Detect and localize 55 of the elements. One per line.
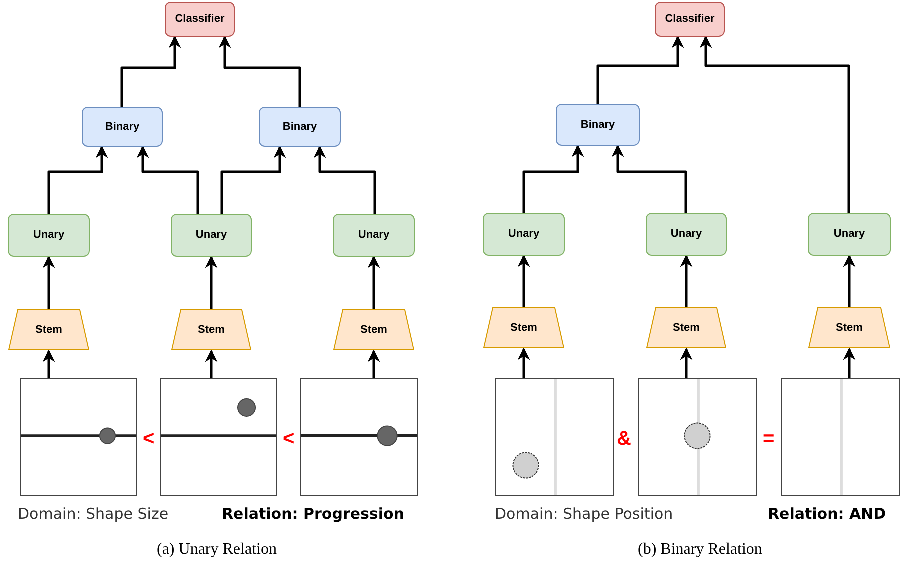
arrow — [314, 146, 376, 214]
arrow — [843, 254, 856, 307]
panel-drawing — [638, 378, 757, 496]
panel-drawing — [300, 378, 418, 496]
arrow — [522, 144, 584, 213]
arrow — [48, 146, 108, 214]
arrow — [612, 144, 688, 213]
stem-trapezoid: Stem — [808, 307, 891, 349]
less-than-sign: < — [143, 427, 155, 452]
unary-box: Unary — [808, 213, 891, 256]
arrow — [205, 350, 218, 378]
unary-box: Unary — [171, 214, 252, 257]
binary-box: Binary — [259, 107, 341, 147]
arrow — [843, 348, 856, 378]
subfigure-caption: (a) Unary Relation — [157, 540, 277, 560]
subfigure-caption: (b) Binary Relation — [638, 540, 762, 560]
arrow — [220, 146, 286, 214]
unary-box: Unary — [8, 214, 90, 257]
arrow — [136, 146, 200, 214]
arrow — [680, 254, 693, 307]
equals-sign: = — [763, 427, 775, 452]
stem-trapezoid: Stem — [646, 307, 727, 349]
stem-trapezoid: Stem — [483, 307, 565, 349]
arrow — [518, 348, 530, 378]
less-than-sign: < — [283, 427, 295, 452]
arrow — [518, 254, 530, 307]
arrow — [700, 36, 850, 213]
ampersand-sign: & — [617, 427, 632, 452]
arrow — [205, 256, 218, 309]
binary-box: Binary — [82, 107, 163, 147]
arrow — [596, 36, 684, 104]
unary-box: Unary — [646, 213, 727, 256]
relation-label: Relation: Progression — [222, 504, 404, 525]
arrow — [368, 350, 380, 378]
binary-box: Binary — [556, 104, 640, 146]
arrow — [42, 350, 56, 378]
relation-label: Relation: AND — [768, 504, 886, 525]
panel-drawing — [781, 378, 900, 496]
panel-drawing — [20, 378, 137, 496]
domain-label: Domain: Shape Size — [18, 504, 169, 525]
stem-trapezoid: Stem — [8, 309, 90, 351]
arrow — [42, 256, 56, 309]
classifier-box: Classifier — [655, 2, 725, 37]
domain-label: Domain: Shape Position — [495, 504, 674, 525]
stem-trapezoid: Stem — [171, 309, 252, 351]
arrow — [218, 36, 302, 107]
unary-box: Unary — [483, 213, 565, 256]
arrow — [120, 36, 182, 107]
arrow — [680, 348, 693, 378]
classifier-box: Classifier — [165, 2, 235, 37]
arrow — [368, 256, 380, 309]
panel-drawing — [160, 378, 277, 496]
stem-trapezoid: Stem — [333, 309, 415, 351]
unary-box: Unary — [333, 214, 415, 257]
panel-drawing — [495, 378, 614, 496]
